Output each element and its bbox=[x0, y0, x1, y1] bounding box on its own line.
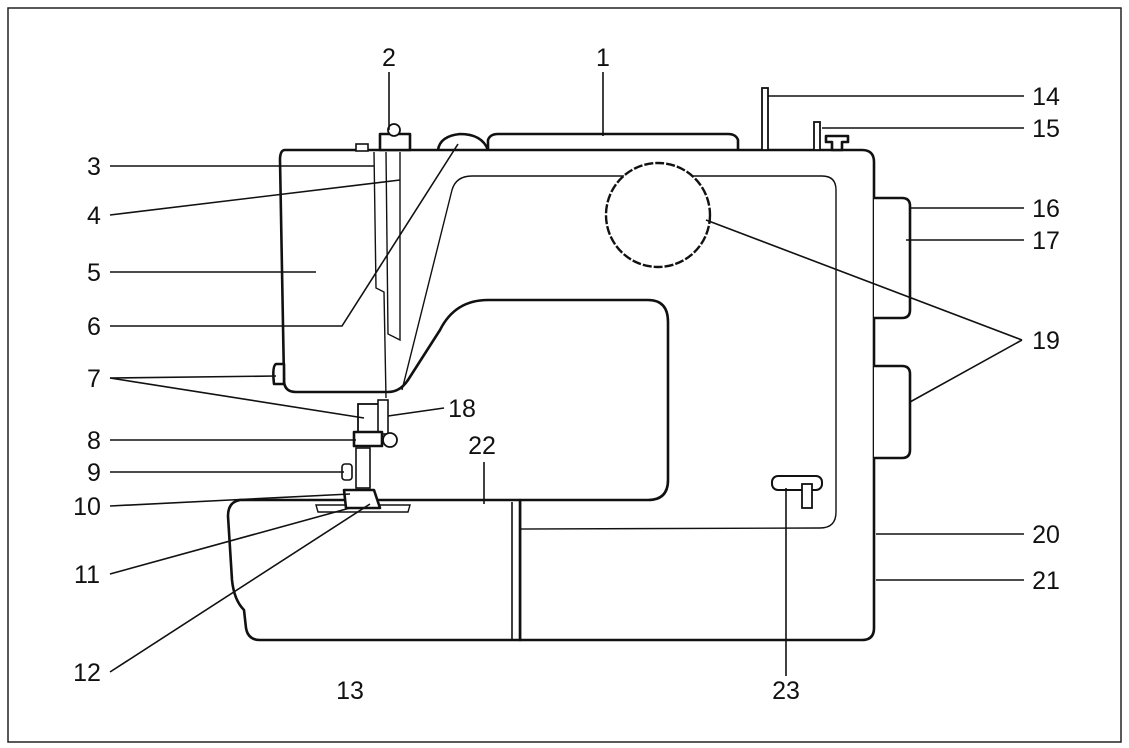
callout-2: 2 bbox=[382, 44, 396, 72]
callout-11: 11 bbox=[74, 561, 100, 589]
spool-pin bbox=[761, 87, 769, 151]
leader-6 bbox=[110, 143, 459, 327]
callout-5: 5 bbox=[87, 259, 101, 287]
thread-guide-post bbox=[387, 123, 401, 137]
leader-12 bbox=[109, 503, 371, 673]
leader-lines bbox=[109, 72, 1024, 676]
diagram-border bbox=[7, 7, 1122, 743]
reverse-lever bbox=[272, 362, 286, 386]
panel-outline bbox=[237, 175, 837, 531]
leader-11 bbox=[109, 507, 351, 575]
leader-7b bbox=[109, 377, 365, 419]
needle bbox=[355, 447, 371, 489]
callout-23: 23 bbox=[772, 677, 800, 705]
stitch-length-stem bbox=[801, 483, 813, 509]
callout-7: 7 bbox=[87, 365, 101, 393]
callout-10: 10 bbox=[73, 493, 101, 521]
top-dome bbox=[436, 132, 490, 151]
tension-knob-top bbox=[355, 143, 369, 152]
leader-10 bbox=[109, 493, 351, 507]
bobbin-winder-spindle bbox=[813, 121, 821, 151]
handwheel-upper bbox=[874, 196, 912, 320]
callout-22: 22 bbox=[468, 432, 496, 460]
callout-labels: 1 2 3 4 5 6 7 8 9 10 11 12 13 14 15 16 1… bbox=[73, 44, 1060, 705]
callout-15: 15 bbox=[1032, 115, 1060, 143]
pattern-dial bbox=[604, 161, 712, 269]
leader-7a bbox=[109, 375, 277, 379]
callout-4: 4 bbox=[87, 202, 101, 230]
thread-slot-right bbox=[385, 151, 401, 342]
machine-illustration bbox=[226, 87, 912, 642]
presser-bar bbox=[377, 399, 389, 435]
callout-8: 8 bbox=[87, 427, 101, 455]
carry-handle bbox=[486, 132, 740, 150]
callout-12: 12 bbox=[73, 659, 101, 687]
callout-21: 21 bbox=[1032, 567, 1060, 595]
needle-clamp-screw bbox=[382, 432, 398, 448]
leader-4 bbox=[109, 179, 401, 216]
callout-16: 16 bbox=[1032, 195, 1060, 223]
callout-3: 3 bbox=[87, 153, 101, 181]
callout-6: 6 bbox=[87, 313, 101, 341]
thread-guide-top bbox=[378, 132, 412, 152]
needle-holder bbox=[352, 430, 384, 448]
free-arm-base bbox=[226, 498, 522, 642]
callout-19: 19 bbox=[1032, 327, 1060, 355]
callout-9: 9 bbox=[87, 459, 101, 487]
bobbin-winder-stopper bbox=[824, 134, 850, 152]
callout-17: 17 bbox=[1032, 227, 1060, 255]
stitch-length-lever bbox=[771, 475, 823, 491]
thread-slot-left bbox=[373, 151, 387, 399]
callout-13: 13 bbox=[336, 677, 364, 705]
handwheel-lower bbox=[874, 364, 912, 460]
callout-20: 20 bbox=[1032, 521, 1060, 549]
callout-1: 1 bbox=[596, 44, 610, 72]
callout-14: 14 bbox=[1032, 83, 1060, 111]
callout-18: 18 bbox=[448, 395, 476, 423]
leader-19b bbox=[909, 339, 1023, 403]
leader-18 bbox=[387, 407, 445, 417]
presser-foot bbox=[342, 488, 382, 510]
leader-19a bbox=[705, 219, 1023, 341]
machine-body bbox=[278, 148, 876, 642]
